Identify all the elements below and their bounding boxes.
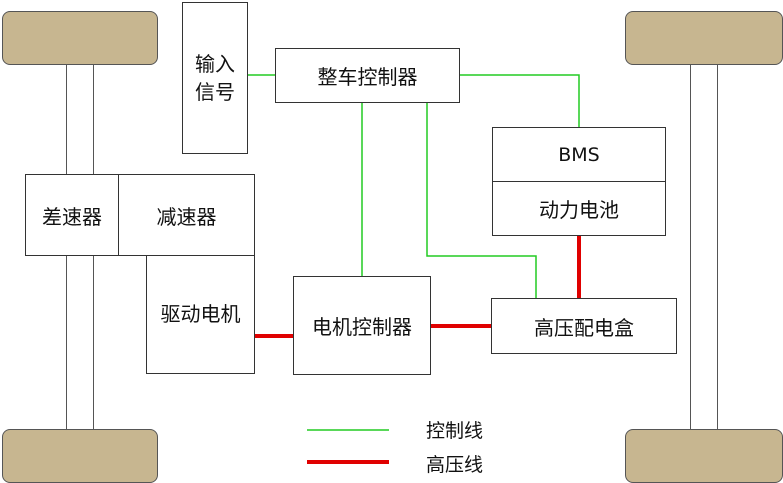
input-signal-line1: 输入: [195, 52, 235, 76]
differential-label: 差速器: [42, 204, 102, 229]
wheel-rear-left: [2, 429, 158, 483]
right-axle: [690, 64, 718, 432]
legend-control-label: 控制线: [426, 420, 484, 442]
wheel-front-right: [625, 11, 783, 65]
input-signal-box: 输入 信号: [182, 2, 248, 154]
hv-distribution-label: 高压配电盒: [534, 315, 634, 340]
control-line-vcu-pdu: [426, 102, 537, 299]
vehicle-controller-box: 整车控制器: [275, 48, 460, 103]
bms-label: BMS: [558, 143, 600, 166]
wheel-rear-right: [625, 429, 783, 483]
bms-box: BMS: [492, 127, 666, 182]
motor-controller-label: 电机控制器: [312, 315, 412, 339]
motor-controller-box: 电机控制器: [293, 276, 431, 375]
battery-box: 动力电池: [492, 181, 666, 236]
legend-hv-label: 高压线: [426, 454, 484, 476]
input-signal-line2: 信号: [195, 80, 235, 104]
battery-label: 动力电池: [539, 198, 619, 222]
drive-motor-box: 驱动电机: [146, 255, 255, 374]
drive-motor-label: 驱动电机: [160, 302, 241, 326]
wheel-front-left: [2, 11, 158, 65]
control-line-vcu-bms: [459, 74, 580, 128]
reducer-label: 减速器: [156, 204, 217, 229]
differential-box: 差速器: [25, 174, 119, 256]
reducer-box: 减速器: [118, 174, 255, 256]
hv-distribution-box: 高压配电盒: [491, 298, 677, 354]
vehicle-controller-label: 整车控制器: [317, 65, 418, 89]
